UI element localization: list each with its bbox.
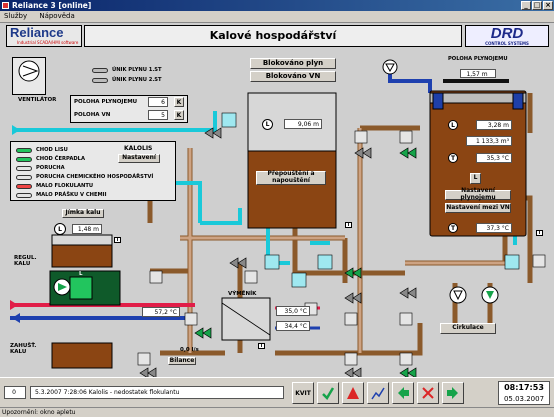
kalolis-status: MALO FLOKULANTU	[16, 183, 93, 189]
alarm-count: 0	[4, 386, 26, 399]
tank2-temp-sensor: T	[448, 153, 458, 163]
chart-icon[interactable]	[367, 382, 389, 404]
kalolis-status: CHOD ČERPADLA	[16, 156, 85, 162]
gasholder-settings-button[interactable]: Nastavení plynojemu	[445, 187, 511, 201]
kalolis-status: PORUCHA CHEMICKÉHO HOSPODÁŘSTVÍ	[16, 174, 153, 180]
close-button[interactable]: ×	[543, 1, 553, 10]
gasholder-position-title: POLOHA PLYNOJEMU	[448, 56, 508, 62]
circulation-button[interactable]: Cirkulace	[440, 323, 496, 334]
gasholder-k-button[interactable]: K	[174, 97, 184, 107]
ventilator-label: VENTILÁTOR	[18, 97, 57, 103]
bottom-status: Upozornění: okno apletu	[0, 407, 554, 416]
clock: 08:17:53 05.03.2007	[498, 381, 550, 405]
tank1-info[interactable]: i	[345, 222, 352, 228]
digester-tank-1	[247, 92, 337, 229]
fan-icon	[18, 60, 40, 82]
status-led	[16, 183, 32, 189]
exchanger-info[interactable]: i	[258, 343, 265, 349]
exchanger-out-temp: 35,0 °C	[276, 306, 310, 316]
menu-item-help[interactable]: Nápověda	[39, 12, 75, 20]
status-led	[92, 67, 108, 73]
status-led	[16, 192, 32, 198]
gasholder-position-value: 1,57 m	[460, 69, 496, 78]
alarm-datetime: 5.3.2007 7:28:06	[35, 389, 87, 396]
jimka-info[interactable]: i	[114, 237, 121, 243]
kalolis-title: KALOLIS	[124, 145, 153, 152]
close-x-icon[interactable]	[417, 382, 439, 404]
alarm-bar: 0 5.3.2007 7:28:06 Kalolis - nedostatek …	[0, 377, 554, 407]
tank2-l-button[interactable]: L	[470, 173, 481, 184]
vn-settings-button[interactable]: Nastavení mezi VN	[445, 203, 511, 213]
tank2-level-sensor: L	[448, 120, 458, 130]
maximize-button[interactable]: □	[532, 1, 542, 10]
menu-bar: Služby Nápověda	[0, 11, 554, 22]
tank1-level-sensor: L	[262, 119, 273, 130]
scada-canvas: Reliance Industrial SCADA/HMI software K…	[0, 22, 554, 377]
minimize-button[interactable]: _	[521, 1, 531, 10]
app-icon	[2, 2, 9, 9]
blocked-gas-status[interactable]: Blokováno plyn	[250, 58, 336, 69]
overflow-button[interactable]: Přepouštění a napouštění	[256, 170, 326, 185]
exchanger-in-temp: 57,2 °C	[142, 307, 180, 317]
page-title: Kalové hospodářství	[84, 25, 462, 47]
status-led	[16, 174, 32, 180]
tank2-temp-sensor-2: T	[448, 223, 458, 233]
tank1-level: 9,06 m	[284, 119, 322, 129]
gas-leak-1: ÚNIK PLYNU 1.ST	[92, 67, 162, 73]
status-led	[16, 156, 32, 162]
acknowledge-button[interactable]: KVIT	[292, 382, 314, 404]
vn-position-label: POLOHA VN	[74, 112, 111, 118]
check-icon[interactable]	[317, 382, 339, 404]
regul-l-label: L	[79, 271, 83, 277]
window-titlebar: Reliance 3 [online] _ □ ×	[0, 0, 554, 11]
reliance-logo: Reliance Industrial SCADA/HMI software	[6, 25, 82, 47]
kalolis-status: CHOD LISU	[16, 147, 68, 153]
ventilator-panel[interactable]	[12, 57, 46, 95]
zahust-flow: 0,0 l/s	[180, 347, 199, 353]
alarm-message-field[interactable]: 5.3.2007 7:28:06 Kalolis - nedostatek fl…	[30, 386, 284, 399]
vn-position-field[interactable]: 5	[148, 110, 168, 120]
kalolis-panel	[10, 141, 176, 201]
tank2-volume: 1 133,3 m³	[466, 136, 512, 146]
window-title: Reliance 3 [online]	[12, 1, 92, 10]
alarm-icon[interactable]	[342, 382, 364, 404]
vn-k-button[interactable]: K	[174, 110, 184, 120]
menu-item-services[interactable]: Služby	[4, 12, 28, 20]
gasholder-position-label: POLOHA PLYNOJEMU	[74, 99, 138, 105]
forward-arrow-icon[interactable]	[442, 382, 464, 404]
blocked-vn-status[interactable]: Blokováno VN	[250, 71, 336, 82]
tank2-level: 3,28 m	[476, 120, 512, 130]
status-led	[16, 165, 32, 171]
regul-label: REGUL. KALU	[14, 255, 37, 267]
gas-leak-2: ÚNIK PLYNU 2.ST	[92, 77, 162, 83]
kalolis-status: MALO PRÁŠKU V CHEMII	[16, 192, 107, 198]
jimka-title[interactable]: Jímka kalu	[62, 209, 104, 218]
exchanger-title: VÝMĚNÍK	[228, 291, 257, 297]
balance-button[interactable]: Bilance	[168, 356, 196, 365]
jimka-level-sensor: L	[54, 223, 66, 235]
zahust-label: ZAHUŠŤ. KALU	[10, 343, 37, 355]
back-arrow-icon[interactable]	[392, 382, 414, 404]
jimka-level-value: 1,48 m	[72, 224, 102, 234]
gasholder-position-field[interactable]: 6	[148, 97, 168, 107]
tank2-temp2: 37,3 °C	[476, 223, 512, 233]
kalolis-status: PORUCHA	[16, 165, 65, 171]
position-panel	[70, 95, 188, 123]
status-led	[16, 147, 32, 153]
alarm-message: Kalolis - nedostatek flokulantu	[88, 389, 180, 396]
kalolis-settings-button[interactable]: Nastavení	[118, 154, 160, 163]
drd-logo: DRD CONTROL SYSTEMS	[465, 25, 549, 47]
exchanger-return-temp: 34,4 °C	[276, 321, 310, 331]
tank2-temp1: 35,3 °C	[476, 153, 512, 163]
tank2-info[interactable]: i	[536, 230, 543, 236]
status-led	[92, 77, 108, 83]
